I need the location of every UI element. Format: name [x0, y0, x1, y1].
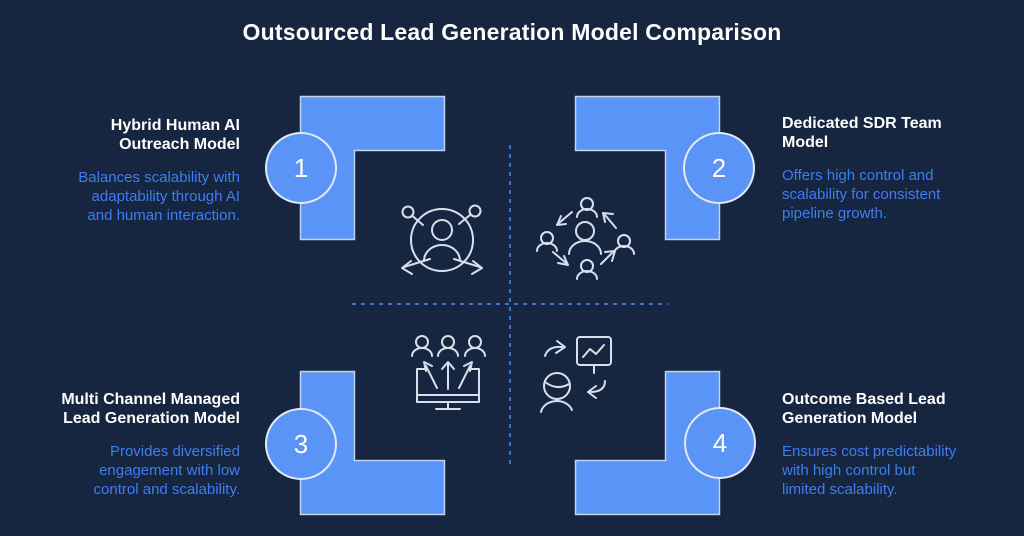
- step-badge-3: 3: [265, 408, 337, 480]
- quadrant-3-title: Multi Channel Managed Lead Generation Mo…: [61, 391, 240, 427]
- quadrant-4-description: Ensures cost predictability with high co…: [782, 443, 957, 498]
- corner-shape-bottom-left: [299, 370, 446, 516]
- quadrant-1-description: Balances scalability with adaptability t…: [78, 169, 240, 224]
- multichannel-broadcast-icon: [411, 335, 486, 410]
- step-number-4: 4: [712, 427, 728, 458]
- quadrant-1-title: Hybrid Human AI Outreach Model: [110, 117, 240, 153]
- step-number-1: 1: [293, 152, 309, 183]
- step-number-3: 3: [293, 428, 309, 459]
- step-badge-2: 2: [683, 132, 755, 204]
- quadrant-2-description: Offers high control and scalability for …: [782, 167, 941, 222]
- quadrant-bottom-right-text: Outcome Based Lead Generation Model Ensu…: [782, 390, 997, 499]
- quadrant-3-description: Provides diversified engagement with low…: [93, 443, 240, 498]
- step-number-2: 2: [711, 152, 727, 183]
- quadrant-2-title: Dedicated SDR Team Model: [782, 115, 942, 151]
- team-cycle-icon: [536, 197, 635, 280]
- quadrant-top-left-text: Hybrid Human AI Outreach Model Balances …: [40, 116, 240, 225]
- quadrant-4-title: Outcome Based Lead Generation Model: [782, 391, 946, 427]
- performance-exchange-icon: [540, 336, 612, 413]
- corner-shape-top-left: [299, 95, 446, 241]
- quadrant-top-right-text: Dedicated SDR Team Model Offers high con…: [782, 114, 987, 223]
- person-network-icon: [401, 204, 483, 275]
- step-badge-1: 1: [265, 132, 337, 204]
- corner-shape-top-right: [574, 95, 721, 241]
- page-title: Outsourced Lead Generation Model Compari…: [242, 19, 782, 45]
- step-badge-4: 4: [684, 407, 756, 479]
- quadrant-bottom-left-text: Multi Channel Managed Lead Generation Mo…: [40, 390, 240, 499]
- corner-shape-bottom-right: [574, 370, 721, 516]
